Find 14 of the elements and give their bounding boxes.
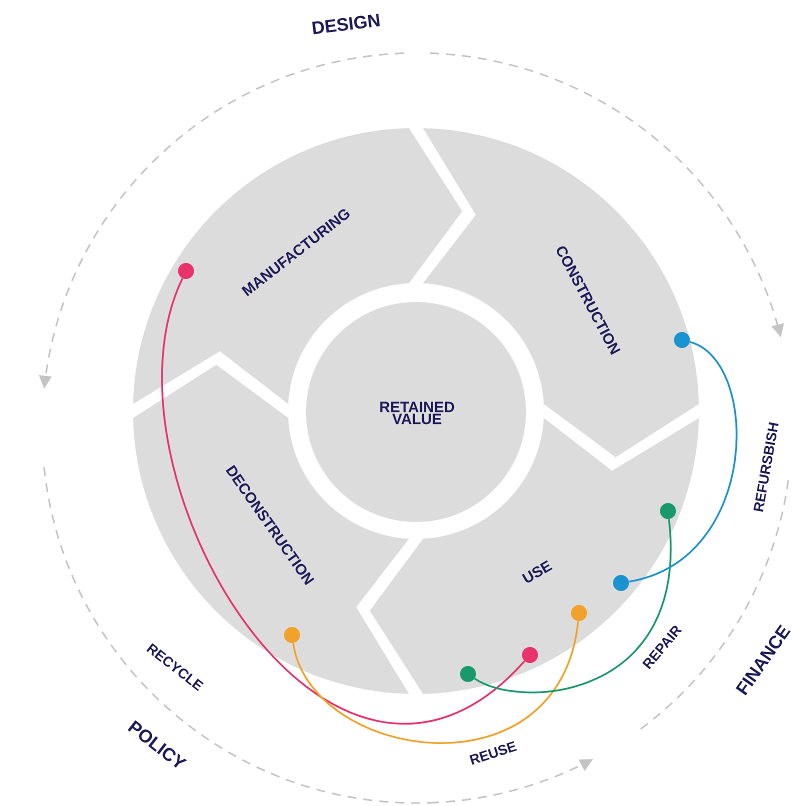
dot: [613, 575, 629, 591]
dot: [571, 605, 587, 621]
dot: [660, 503, 676, 519]
dot: [460, 666, 476, 682]
node-label: USE: [522, 560, 552, 582]
connector: [474, 519, 672, 694]
connector: [628, 341, 738, 583]
connector: [292, 620, 580, 744]
dot: [522, 647, 538, 663]
dot: [284, 627, 300, 643]
section-label: DESIGN: [312, 14, 380, 34]
dot: [178, 263, 194, 279]
dot: [674, 332, 690, 348]
connector: [161, 278, 526, 723]
